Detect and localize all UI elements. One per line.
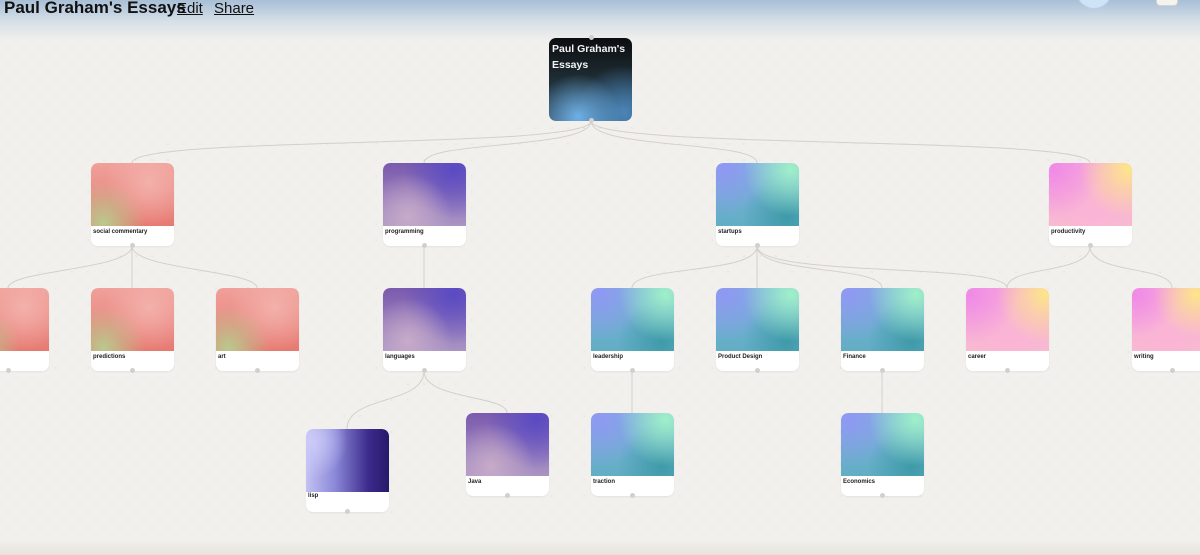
node-programming[interactable]: programming — [383, 163, 466, 246]
node-thumbnail — [466, 413, 549, 476]
node-thumbnail — [383, 163, 466, 226]
node-career[interactable]: career — [966, 288, 1049, 371]
share-link[interactable]: Share — [214, 0, 255, 17]
node-partial-left[interactable] — [0, 288, 49, 371]
node-label: career — [968, 354, 987, 360]
root-node[interactable]: Paul Graham's Essays — [549, 38, 632, 121]
node-java[interactable]: Java — [466, 413, 549, 496]
connection-port — [1088, 243, 1093, 248]
node-label: leadership — [593, 354, 624, 360]
node-label: languages — [385, 354, 415, 360]
connection-port — [422, 243, 427, 248]
connection-port — [630, 493, 635, 498]
connection-port — [422, 368, 427, 373]
node-thumbnail — [91, 163, 174, 226]
page-title: Paul Graham's Essays — [4, 0, 186, 17]
node-label: Java — [468, 479, 482, 485]
node-predictions[interactable]: predictions — [91, 288, 174, 371]
node-label: Economics — [843, 479, 876, 485]
node-label: startups — [718, 229, 742, 235]
connection-port — [130, 368, 135, 373]
node-thumbnail — [591, 288, 674, 351]
node-thumbnail — [91, 288, 174, 351]
node-economics[interactable]: Economics — [841, 413, 924, 496]
connection-port — [880, 493, 885, 498]
connection-port — [589, 35, 594, 40]
connection-port — [589, 118, 594, 123]
node-label: traction — [593, 479, 616, 485]
node-label: predictions — [93, 354, 126, 360]
node-label: Finance — [843, 354, 866, 360]
connection-port — [6, 368, 11, 373]
node-thumbnail — [216, 288, 299, 351]
connection-port — [755, 243, 760, 248]
node-thumbnail — [591, 413, 674, 476]
node-label: Product Design — [718, 354, 763, 360]
node-thumbnail — [716, 288, 799, 351]
connection-port — [1005, 368, 1010, 373]
node-label: art — [218, 354, 226, 360]
node-traction[interactable]: traction — [591, 413, 674, 496]
node-leadership[interactable]: leadership — [591, 288, 674, 371]
connection-port — [1170, 368, 1175, 373]
connection-port — [255, 368, 260, 373]
node-lisp[interactable]: lisp — [306, 429, 389, 512]
node-thumbnail — [841, 288, 924, 351]
node-thumbnail — [383, 288, 466, 351]
node-label: programming — [385, 229, 424, 235]
node-thumbnail — [1132, 288, 1200, 351]
avatar-circle-icon[interactable] — [1076, 0, 1112, 9]
node-label: lisp — [308, 493, 319, 499]
node-art[interactable]: art — [216, 288, 299, 371]
node-thumbnail — [966, 288, 1049, 351]
connection-port — [505, 493, 510, 498]
node-label: social commentary — [93, 229, 148, 235]
node-thumbnail — [716, 163, 799, 226]
header-bar: Paul Graham's Essays Edit Share — [0, 0, 1200, 40]
connection-port — [755, 368, 760, 373]
node-thumbnail — [0, 288, 49, 351]
node-thumbnail — [1049, 163, 1132, 226]
node-social-commentary[interactable]: social commentary — [91, 163, 174, 246]
menu-square-icon[interactable] — [1156, 0, 1178, 6]
node-languages[interactable]: languages — [383, 288, 466, 371]
node-productivity[interactable]: productivity — [1049, 163, 1132, 246]
root-node-label: Paul Graham's Essays — [552, 43, 626, 71]
node-writing[interactable]: writing — [1132, 288, 1200, 371]
node-thumbnail — [841, 413, 924, 476]
connection-port — [345, 509, 350, 514]
edit-link[interactable]: Edit — [177, 0, 203, 17]
node-label: writing — [1134, 354, 1154, 360]
node-finance[interactable]: Finance — [841, 288, 924, 371]
connection-port — [130, 243, 135, 248]
node-product-design[interactable]: Product Design — [716, 288, 799, 371]
node-label: productivity — [1051, 229, 1086, 235]
node-startups[interactable]: startups — [716, 163, 799, 246]
bottom-fade — [0, 540, 1200, 555]
node-thumbnail — [306, 429, 389, 492]
connection-port — [630, 368, 635, 373]
connection-port — [880, 368, 885, 373]
